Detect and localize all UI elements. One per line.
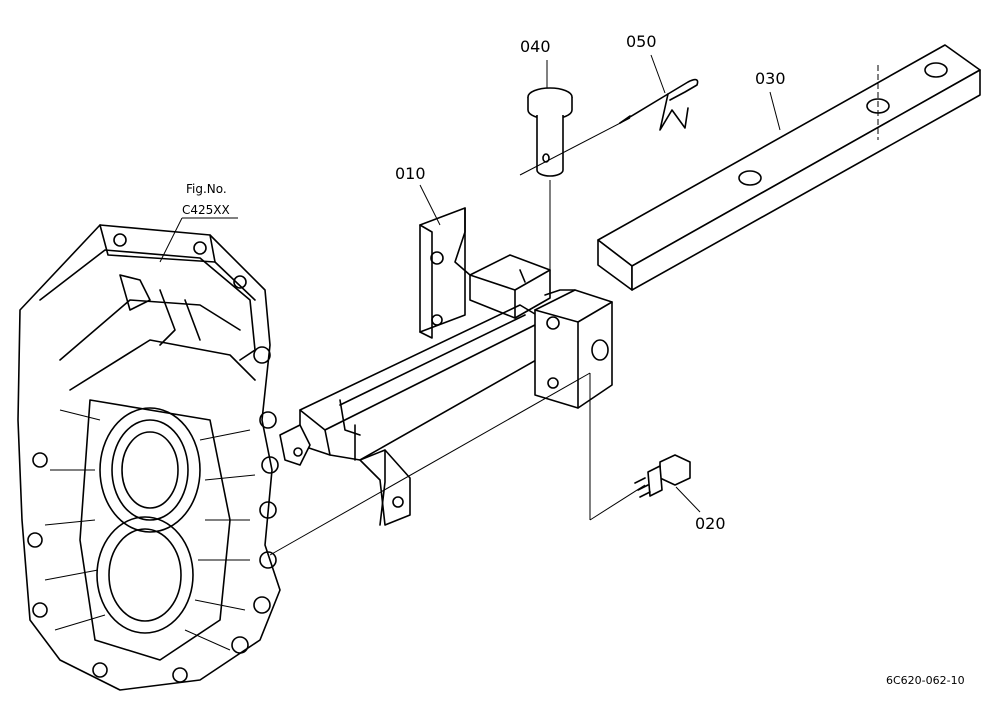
label-050: 050 bbox=[626, 32, 657, 51]
part-050-clip bbox=[619, 78, 699, 131]
transmission-housing bbox=[17, 224, 281, 691]
part-020-bolt bbox=[634, 454, 691, 498]
leader-020 bbox=[675, 486, 701, 513]
part-030-bar bbox=[597, 44, 981, 291]
figure-ref-leader bbox=[159, 217, 183, 263]
figure-ref-line2: C425XX bbox=[182, 203, 230, 217]
clip-centre-line bbox=[519, 117, 631, 176]
figure-ref-line1: Fig.No. bbox=[186, 182, 227, 196]
leader-010 bbox=[419, 184, 441, 226]
part-010-bracket bbox=[279, 207, 613, 526]
part-040-pin bbox=[527, 87, 573, 177]
mount-centre-line bbox=[269, 372, 591, 556]
bolt-leader-line bbox=[589, 484, 646, 521]
label-020: 020 bbox=[695, 514, 726, 533]
leader-030 bbox=[769, 91, 781, 131]
label-030: 030 bbox=[755, 69, 786, 88]
drawing-code: 6C620-062-10 bbox=[886, 674, 965, 687]
label-010: 010 bbox=[395, 164, 426, 183]
label-040: 040 bbox=[520, 37, 551, 56]
leader-050 bbox=[650, 54, 666, 94]
